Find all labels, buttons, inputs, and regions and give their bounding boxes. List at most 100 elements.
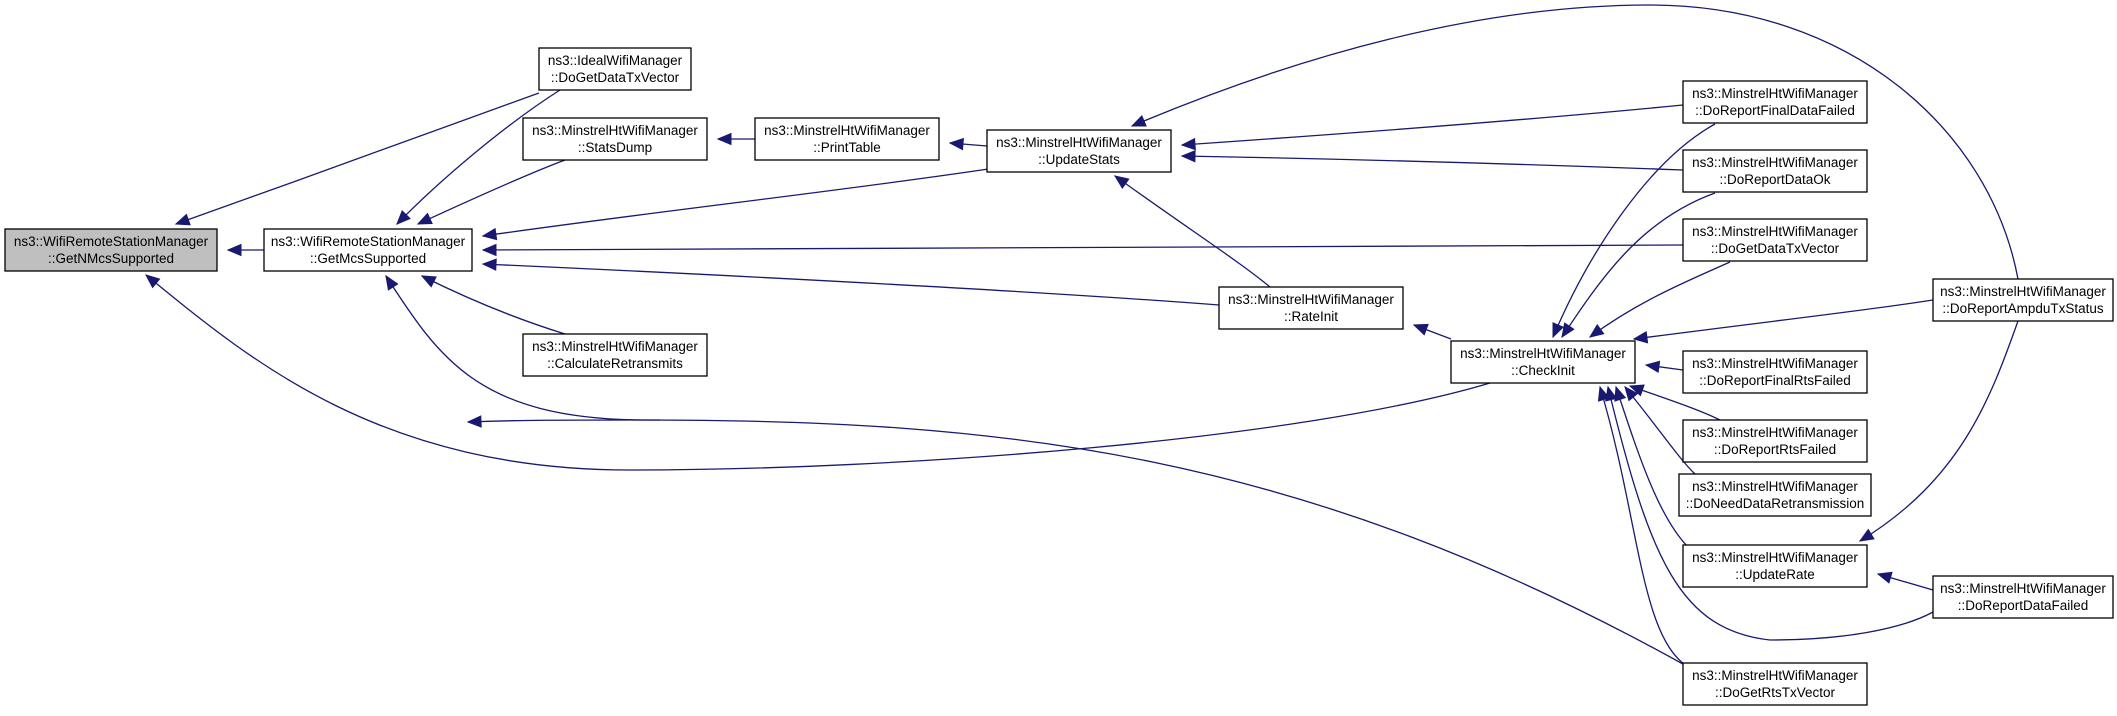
edge-getmcs-getdatatx — [481, 243, 1684, 257]
node-label-line2: ::DoGetDataTxVector — [551, 70, 680, 85]
arrowhead-icon — [1552, 322, 1565, 339]
node-label-line1: ns3::MinstrelHtWifiManager — [532, 339, 698, 354]
node-finalrtsfailed[interactable]: ns3::MinstrelHtWifiManager::DoReportFina… — [1682, 350, 1868, 394]
edge-line — [385, 275, 1691, 669]
arrowhead-icon — [1597, 385, 1610, 402]
edge-updatestats-ampdu — [1130, 4, 2019, 280]
edge-line — [1131, 4, 2019, 280]
node-ideal[interactable]: ns3::IdealWifiManager::DoGetDataTxVector — [538, 47, 692, 91]
arrowhead-icon — [1113, 175, 1130, 189]
node-getnmcs[interactable]: ns3::WifiRemoteStationManager::GetNMcsSu… — [4, 228, 218, 272]
node-datafailed[interactable]: ns3::MinstrelHtWifiManager::DoReportData… — [1932, 575, 2114, 619]
edge-getmcs-getrtstx — [385, 274, 1691, 669]
node-updaterate[interactable]: ns3::MinstrelHtWifiManager::UpdateRate — [1682, 544, 1868, 588]
node-box — [1682, 149, 1868, 193]
edge-checkinit-ampdu — [1632, 299, 1934, 344]
arrowhead-icon — [396, 209, 411, 225]
edge-checkinit-getrtstx — [1597, 385, 1691, 669]
node-finaldatafailed[interactable]: ns3::MinstrelHtWifiManager::DoReportFina… — [1682, 80, 1868, 124]
node-label-line2: ::DoGetDataTxVector — [1711, 241, 1840, 256]
arrowhead-icon — [174, 213, 191, 226]
node-getdatatx[interactable]: ns3::MinstrelHtWifiManager::DoGetDataTxV… — [1682, 218, 1868, 262]
node-label-line1: ns3::MinstrelHtWifiManager — [1692, 479, 1858, 494]
node-box — [1682, 218, 1868, 262]
arrowhead-icon — [481, 227, 498, 241]
node-box — [1682, 662, 1868, 706]
node-label-line2: ::DoReportAmpduTxStatus — [1942, 301, 2104, 316]
edge-checkinit-finaldatafailed — [1552, 123, 1716, 339]
arrowhead-icon — [226, 243, 242, 257]
node-label-line2: ::CalculateRetransmits — [547, 356, 683, 371]
edge-line — [1114, 175, 1271, 288]
node-box — [538, 47, 692, 91]
edge-getmcs-updatestats — [481, 167, 996, 241]
node-label-line2: ::DoGetRtsTxVector — [1715, 685, 1836, 700]
node-label-line2: ::DoReportFinalRtsFailed — [1699, 373, 1851, 388]
node-label-line1: ns3::MinstrelHtWifiManager — [996, 135, 1162, 150]
node-rtsfailed[interactable]: ns3::MinstrelHtWifiManager::DoReportRtsF… — [1682, 419, 1868, 463]
nodes-layer: ns3::WifiRemoteStationManager::GetNMcsSu… — [4, 47, 2114, 706]
edge-getmcs-ideal — [396, 89, 561, 225]
arrowhead-icon — [481, 258, 497, 271]
node-dataok[interactable]: ns3::MinstrelHtWifiManager::DoReportData… — [1682, 149, 1868, 193]
node-label-line1: ns3::MinstrelHtWifiManager — [1692, 224, 1858, 239]
node-label-line1: ns3::MinstrelHtWifiManager — [1692, 356, 1858, 371]
arrowhead-icon — [145, 274, 161, 289]
node-needretx[interactable]: ns3::MinstrelHtWifiManager::DoNeedDataRe… — [1678, 473, 1872, 517]
edge-statsdump-printtable — [716, 132, 755, 146]
edge-checkinit-finalrtsfailed — [1644, 360, 1684, 374]
node-box — [1682, 350, 1868, 394]
node-box — [1450, 340, 1636, 384]
node-label-line2: ::DoReportDataFailed — [1958, 598, 2089, 613]
edge-updatestats-finaldatafailed — [1180, 104, 1684, 151]
edge-line — [1607, 386, 1934, 641]
arrowhead-icon — [1858, 528, 1875, 542]
arrowhead-icon — [1412, 323, 1429, 336]
node-printtable[interactable]: ns3::MinstrelHtWifiManager::PrintTable — [754, 117, 940, 161]
arrowhead-icon — [1628, 384, 1645, 397]
edge-updatestats-rateinit — [1113, 175, 1271, 288]
arrowhead-icon — [1624, 386, 1639, 402]
edge-checkinit-getdatatx — [1588, 261, 1731, 338]
node-statsdump[interactable]: ns3::MinstrelHtWifiManager::StatsDump — [522, 117, 708, 161]
node-box — [754, 117, 940, 161]
arrowhead-icon — [1588, 323, 1605, 338]
node-label-line2: ::CheckInit — [1511, 363, 1575, 378]
edge-line — [175, 92, 540, 225]
node-rateinit[interactable]: ns3::MinstrelHtWifiManager::RateInit — [1218, 286, 1404, 330]
edge-getnmcs-getmcs — [226, 243, 264, 257]
edge-getnmcs-checkinit — [145, 274, 1491, 471]
node-getmcs[interactable]: ns3::WifiRemoteStationManager::GetMcsSup… — [263, 228, 473, 272]
edge-line — [1561, 192, 1716, 338]
arrowhead-icon — [385, 274, 399, 291]
arrowhead-icon — [420, 275, 437, 288]
node-getrtstx[interactable]: ns3::MinstrelHtWifiManager::DoGetRtsTxVe… — [1682, 662, 1868, 706]
edge-getnmcs-getrtstx — [466, 415, 661, 428]
edge-getmcs-calcretx — [420, 275, 566, 335]
node-box — [1682, 544, 1868, 588]
node-label-line1: ns3::MinstrelHtWifiManager — [1460, 346, 1626, 361]
arrowhead-icon — [466, 415, 482, 428]
arrowhead-icon — [1180, 149, 1196, 163]
node-box — [1678, 473, 1872, 517]
node-label-line2: ::GetNMcsSupported — [48, 251, 174, 266]
node-label-line1: ns3::MinstrelHtWifiManager — [1940, 581, 2106, 596]
node-label-line2: ::DoNeedDataRetransmission — [1686, 496, 1865, 511]
node-box — [1218, 286, 1404, 330]
node-label-line1: ns3::MinstrelHtWifiManager — [1692, 425, 1858, 440]
edge-updatestats-dataok — [1180, 149, 1684, 171]
edge-rateinit-checkinit — [1412, 323, 1452, 340]
edge-line — [1589, 261, 1731, 338]
edge-line — [482, 263, 1220, 306]
arrowhead-icon — [1614, 385, 1627, 402]
edge-line — [145, 274, 1491, 471]
edge-line — [1624, 386, 1696, 475]
node-calcretx[interactable]: ns3::MinstrelHtWifiManager::CalculateRet… — [522, 333, 708, 377]
node-box — [522, 117, 708, 161]
edge-printtable-updatestats — [948, 137, 988, 151]
node-updatestats[interactable]: ns3::MinstrelHtWifiManager::UpdateStats — [986, 129, 1172, 173]
edge-getnmcs-ideal — [174, 92, 540, 226]
node-ampdu[interactable]: ns3::MinstrelHtWifiManager::DoReportAmpd… — [1932, 278, 2114, 322]
node-checkinit[interactable]: ns3::MinstrelHtWifiManager::CheckInit — [1450, 340, 1636, 384]
